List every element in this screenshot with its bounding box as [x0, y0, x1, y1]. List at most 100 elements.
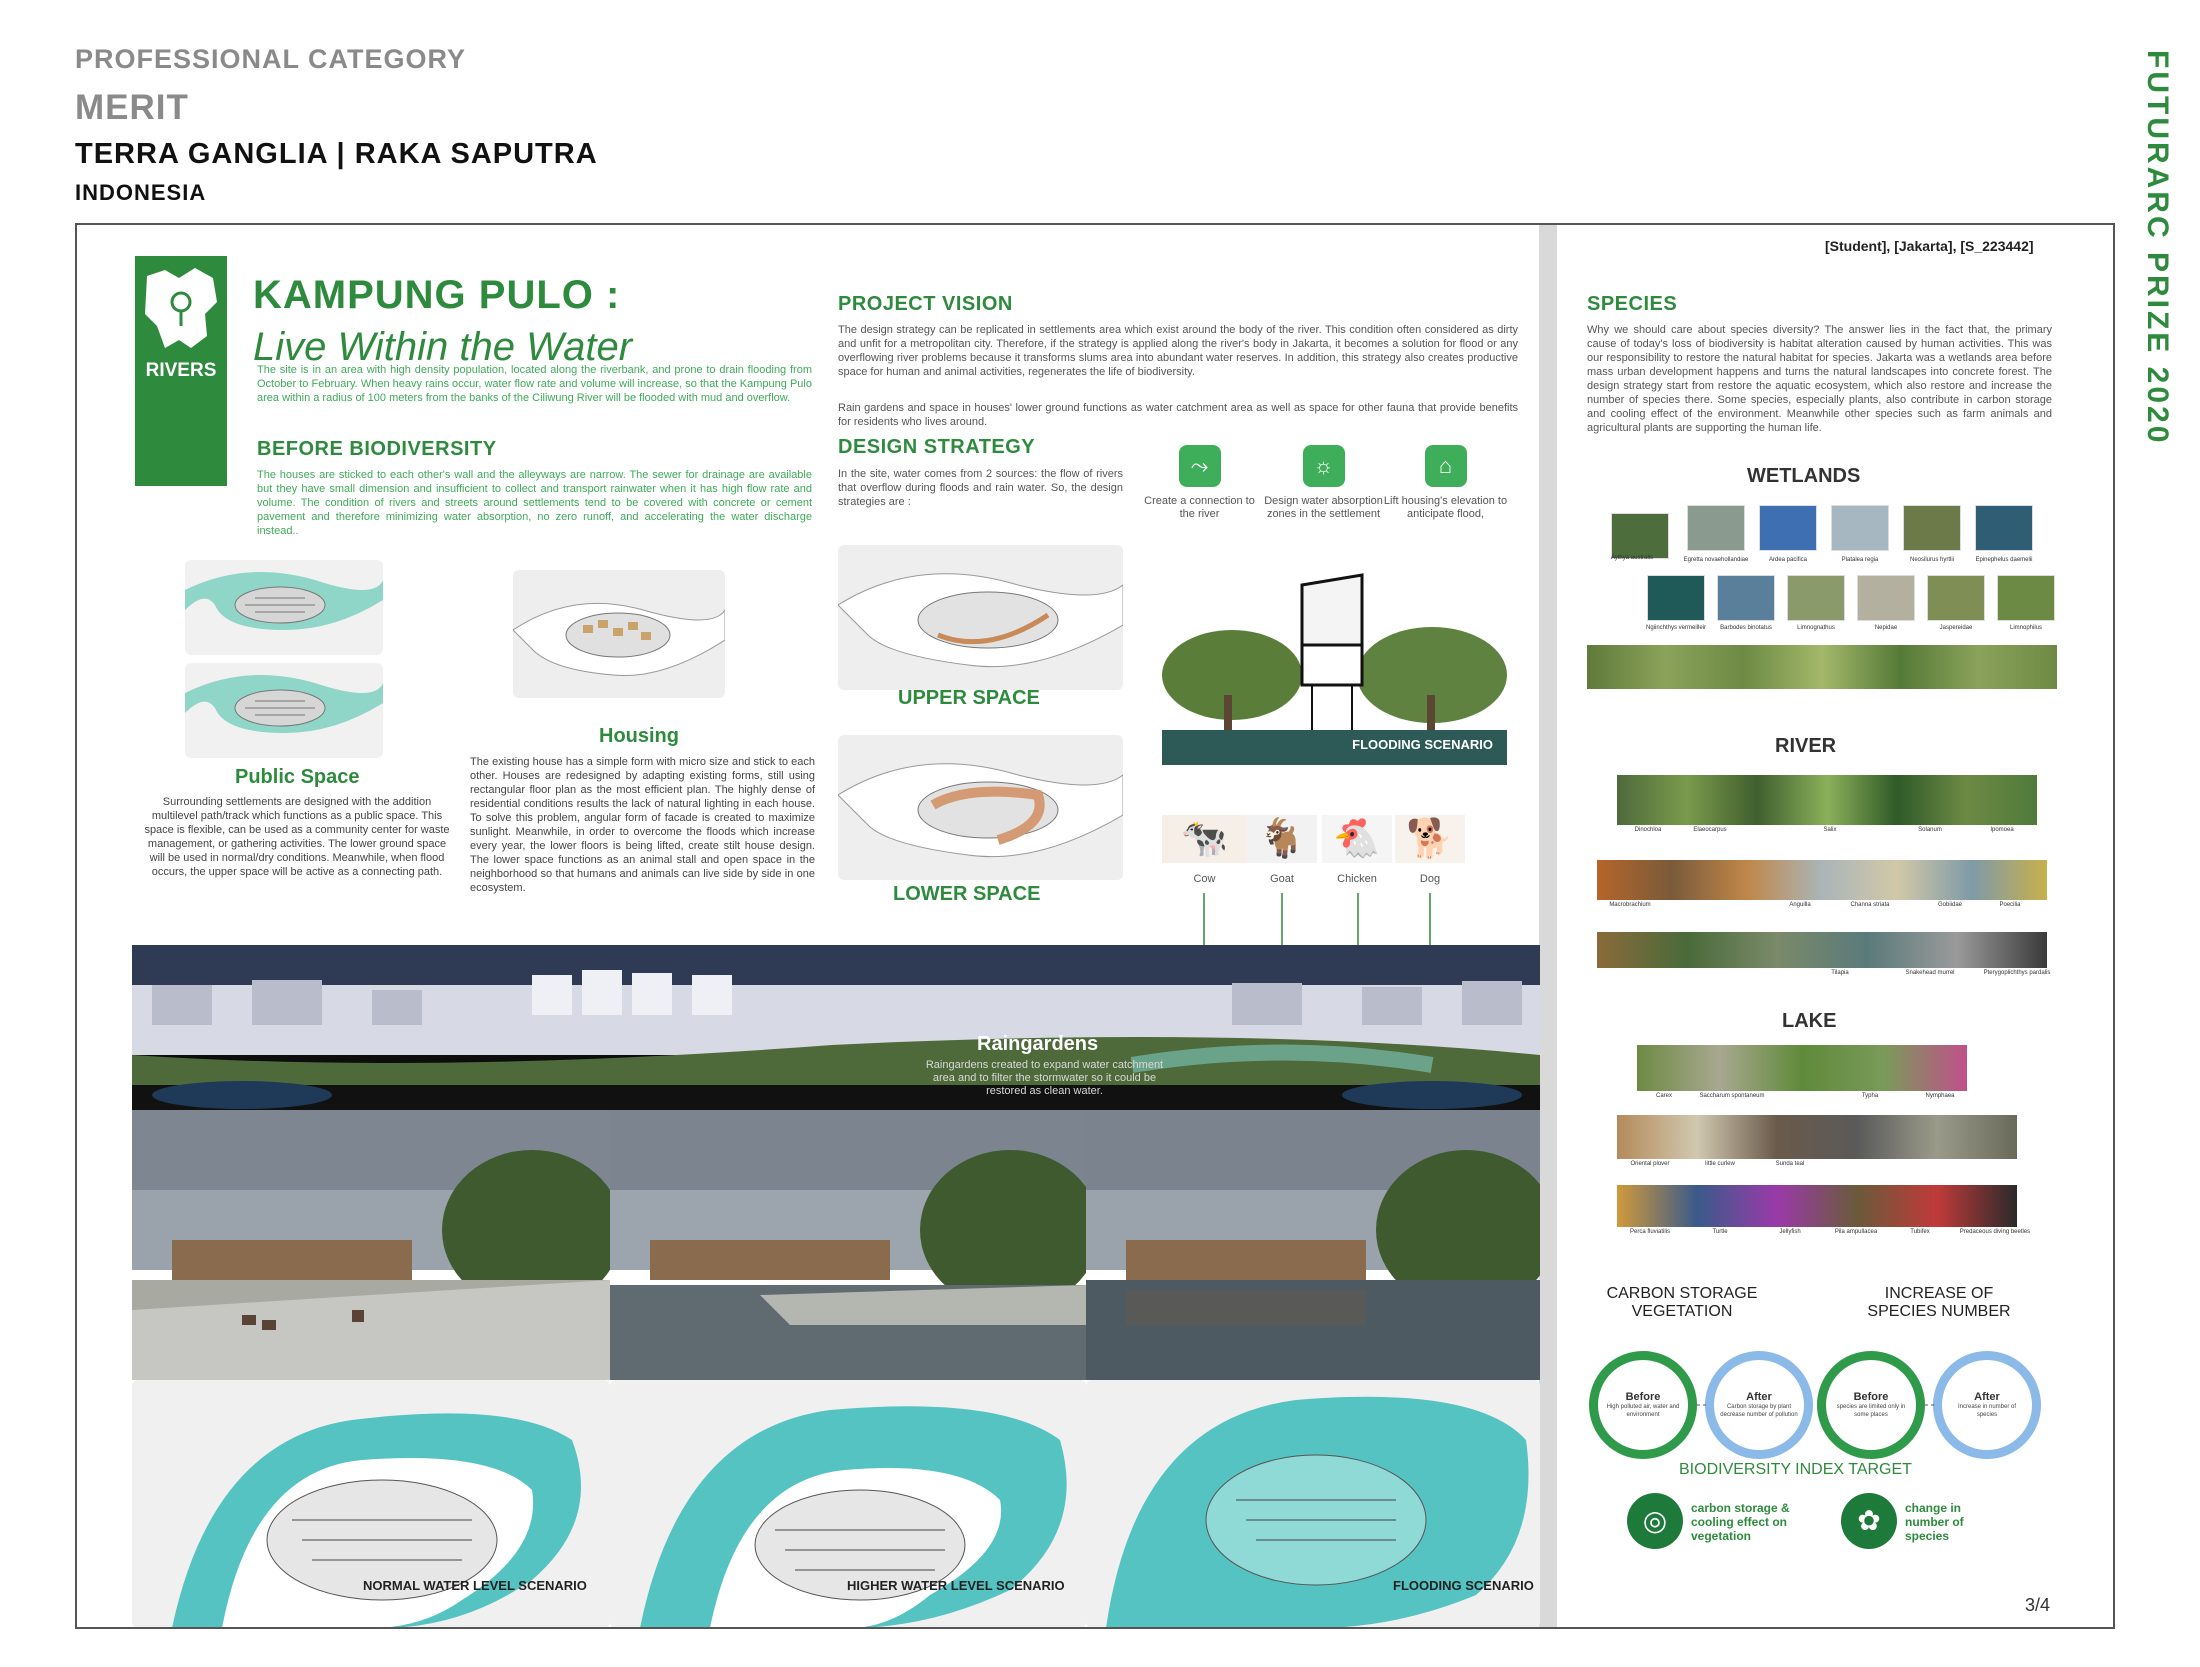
team-name: TERRA GANGLIA | RAKA SAPUTRA	[75, 138, 598, 170]
goat-icon: 🐐	[1247, 815, 1317, 863]
wetland-thumb	[1611, 513, 1669, 559]
housing-map	[513, 570, 725, 698]
student-tag: [Student], [Jakarta], [S_223442]	[1825, 238, 2034, 254]
river-label: Macrobrachium	[1609, 902, 1651, 908]
river-label: Gobiidae	[1937, 902, 1963, 908]
lake-label: Sunda teal	[1775, 1161, 1805, 1167]
wetland-label: Platalea regia	[1841, 557, 1879, 563]
dog-icon: 🐕	[1395, 815, 1465, 863]
scenario-label-higher: HIGHER WATER LEVEL SCENARIO	[847, 1578, 1065, 1593]
housing-text: The existing house has a simple form wit…	[470, 756, 815, 894]
design-strategy-title: DESIGN STRATEGY	[838, 436, 1036, 458]
lake-fauna-strip	[1617, 1115, 2017, 1159]
wetland-label: Jaspereidae	[1939, 625, 1973, 631]
project-vision-text-2: Rain gardens and space in houses' lower …	[838, 402, 1518, 428]
wetland-label: Limnophilus	[2009, 625, 2043, 631]
wetland-thumb	[1927, 575, 1985, 621]
project-vision-text: The design strategy can be replicated in…	[838, 324, 1518, 378]
before-biodiversity-text: The houses are sticked to each other's w…	[257, 469, 812, 537]
wetland-thumb	[1903, 505, 1961, 551]
animal-goat: 🐐 Goat	[1247, 815, 1317, 886]
ring-text: Carbon storage by plant decrease number …	[1720, 1404, 1798, 1418]
species-before-ring: Before species are limited only in some …	[1817, 1351, 1925, 1459]
cow-icon: 🐄	[1162, 815, 1247, 863]
species-number-title: INCREASE OF SPECIES NUMBER	[1867, 1285, 2011, 1320]
public-space-title: Public Space	[235, 766, 360, 788]
map-higher-water	[610, 1380, 1086, 1627]
animal-label: Dog	[1419, 873, 1441, 885]
strategy-label: Create a connection to the river	[1144, 495, 1255, 520]
strategy-item-absorption: ☼ Design water absorption zones in the s…	[1261, 445, 1386, 521]
wetland-label: Ardea pacifica	[1768, 557, 1808, 563]
species-text: Why we should care about species diversi…	[1587, 324, 2052, 434]
wetland-label: Neosilurus hyrtlii	[1909, 557, 1954, 563]
house-icon: ⌂	[1424, 445, 1467, 487]
flooding-scenario-label: FLOODING SCENARIO	[1352, 737, 1493, 752]
carbon-after-ring: After Carbon storage by plant decrease n…	[1705, 1351, 1813, 1459]
river-fish-strip	[1597, 932, 2047, 968]
river-label: Ipomoea	[1990, 827, 2014, 833]
ring-heading: After	[1746, 1391, 1772, 1403]
before-map-top	[185, 560, 383, 655]
award-label: MERIT	[75, 88, 189, 127]
animal-dog: 🐕 Dog	[1395, 815, 1465, 886]
lake-label: Turtle	[1712, 1229, 1728, 1235]
upper-space-label: UPPER SPACE	[898, 687, 1040, 709]
ring-heading: After	[1974, 1391, 2000, 1403]
lake-label: Pila ampullacea	[1834, 1229, 1878, 1235]
connection-icon: ⤳	[1178, 445, 1221, 487]
jakarta-map-icon	[145, 268, 217, 348]
lake-title: LAKE	[1782, 1010, 1837, 1032]
river-label: Poecilia	[1999, 902, 2021, 908]
carbon-storage-title: CARBON STORAGE VEGETATION	[1606, 1285, 1758, 1320]
target-carbon: ◎ carbon storage & cooling effect on veg…	[1627, 1493, 1807, 1555]
project-vision-title: PROJECT VISION	[838, 293, 1013, 315]
before-biodiversity-title: BEFORE BIODIVERSITY	[257, 438, 497, 460]
housing-title: Housing	[599, 725, 679, 747]
scenario-label-normal: NORMAL WATER LEVEL SCENARIO	[363, 1578, 587, 1593]
wetland-thumb	[1831, 505, 1889, 551]
raingarden-section: Raingardens Raingardens created to expan…	[132, 945, 1540, 1145]
wetland-label: Epinephelus daemelii	[1975, 557, 2033, 563]
raingardens-text: Raingardens created to expand water catc…	[925, 1059, 1164, 1097]
intro-text: The site is in an area with high density…	[257, 364, 812, 404]
upper-space-map	[838, 545, 1123, 690]
ring-heading: Before	[1625, 1391, 1661, 1403]
ring-text: species are limited only in some places	[1836, 1404, 1906, 1418]
river-plant-strip	[1617, 775, 2037, 825]
species-target-icon: ✿	[1841, 1493, 1897, 1549]
lake-plant-strip	[1637, 1045, 1967, 1091]
wetland-grass-strip	[1587, 645, 2057, 689]
lake-label: Saccharum spontaneum	[1699, 1093, 1765, 1099]
lake-label: Predaceous diving beetles	[1959, 1229, 2031, 1235]
ring-connectors	[1697, 1404, 1935, 1406]
river-fauna-strip	[1597, 860, 2047, 900]
scenario-label-flooding: FLOODING SCENARIO	[1393, 1578, 1534, 1593]
lower-space-label: LOWER SPACE	[893, 883, 1041, 905]
wetland-label: Ngiinchthys vermeilleir	[1645, 625, 1707, 631]
bulb-icon: ☼	[1302, 445, 1345, 487]
wetland-label: Barbodes binotatus	[1720, 625, 1772, 631]
carbon-target-icon: ◎	[1627, 1493, 1683, 1549]
wetland-thumb	[1857, 575, 1915, 621]
lake-label: little curlew	[1705, 1161, 1735, 1167]
flooding-scenario-section: FLOODING SCENARIO	[1162, 565, 1507, 765]
river-label: Snakehead murrel	[1905, 970, 1955, 976]
board-divider	[1539, 225, 1557, 1627]
wetland-thumb	[1687, 505, 1745, 551]
ring-heading: Before	[1853, 1391, 1889, 1403]
lake-label: Typha	[1861, 1093, 1879, 1099]
badge-label: RIVERS	[145, 360, 217, 381]
chicken-icon: 🐔	[1322, 815, 1392, 863]
render-normal	[132, 1110, 610, 1380]
prize-label: FUTURARC PRIZE 2020	[2141, 50, 2174, 446]
raingardens-title: Raingardens	[977, 1033, 1099, 1055]
wetland-thumb	[1647, 575, 1705, 621]
lake-fish-strip	[1617, 1185, 2017, 1227]
wetland-thumb	[1759, 505, 1817, 551]
lake-label: Carex	[1655, 1093, 1672, 1099]
lake-label: Tubifex	[1910, 1229, 1930, 1235]
wetland-thumb	[1997, 575, 2055, 621]
lake-label: Perca fluviatilis	[1629, 1229, 1670, 1235]
animal-chicken: 🐔 Chicken	[1322, 815, 1392, 886]
